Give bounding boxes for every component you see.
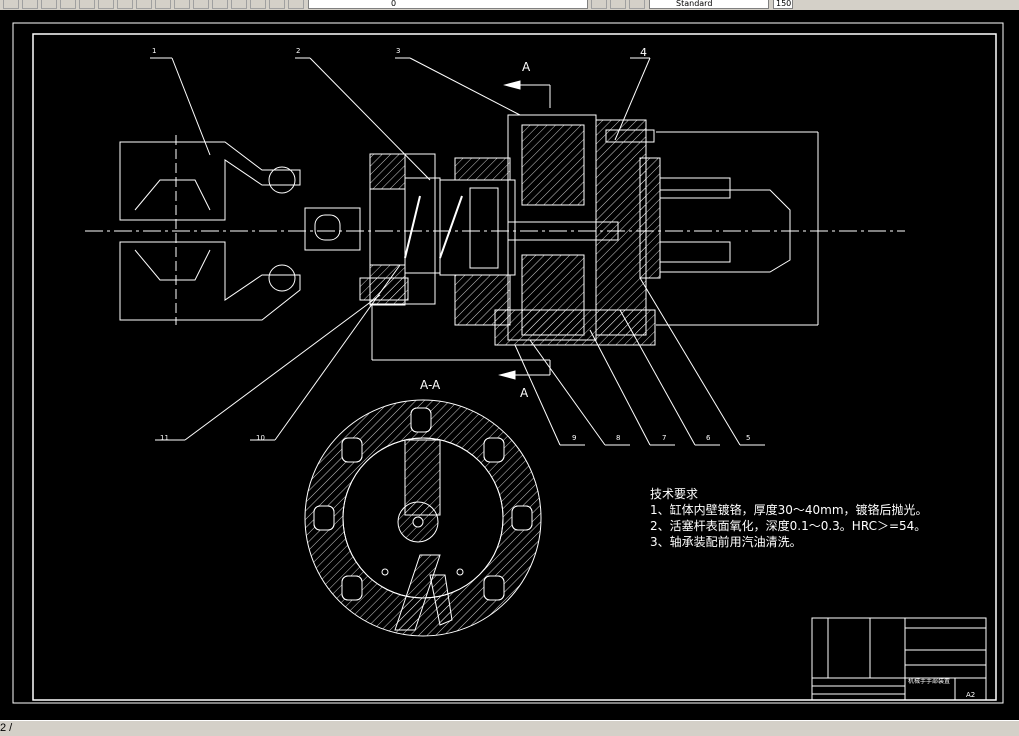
text-style-icon[interactable]	[629, 0, 645, 9]
cad-drawing	[12, 22, 1004, 704]
section-label: A-A	[420, 378, 441, 392]
tech-req-3: 3、轴承装配前用汽油清洗。	[650, 535, 802, 549]
command-line[interactable]: 2 /	[0, 720, 1019, 736]
table-icon[interactable]	[250, 0, 266, 9]
pan-icon[interactable]	[117, 0, 133, 9]
command-line-text: 2 /	[0, 722, 13, 734]
zoom-previous-icon[interactable]	[174, 0, 190, 9]
part-number-6: 6	[706, 434, 711, 442]
redo-icon[interactable]	[98, 0, 114, 9]
outer-border	[12, 22, 1004, 704]
right-dropdown[interactable]: 150	[773, 0, 793, 9]
title-block	[811, 617, 987, 701]
make-current-icon[interactable]	[591, 0, 607, 9]
leader-lines	[150, 57, 765, 446]
open-file-icon[interactable]	[22, 0, 38, 9]
tool-palette-icon[interactable]	[231, 0, 247, 9]
zoom-realtime-icon[interactable]	[136, 0, 152, 9]
layer-dropdown[interactable]: 0	[308, 0, 588, 9]
part-number-7: 7	[662, 434, 667, 442]
tech-req-title: 技术要求	[650, 487, 699, 501]
text-style-value: Standard	[676, 0, 713, 8]
save-icon[interactable]	[41, 0, 57, 9]
view-label-top: A	[522, 60, 531, 74]
tech-req-2: 2、活塞杆表面氧化，深度0.1～0.3。HRC＞=54。	[650, 519, 927, 533]
part-number-11: 11	[160, 434, 169, 442]
layer-previous-icon[interactable]	[610, 0, 626, 9]
layer-dropdown-value: 0	[391, 0, 397, 8]
part-number-3: 3	[396, 47, 401, 55]
part-number-10: 10	[256, 434, 265, 442]
part-number-5: 5	[746, 434, 751, 442]
inner-border	[32, 33, 997, 701]
layer-manager-icon[interactable]	[288, 0, 304, 9]
part-number-1: 1	[152, 47, 157, 55]
part-number-9: 9	[572, 434, 577, 442]
part-number-2: 2	[296, 47, 301, 55]
properties-icon[interactable]	[193, 0, 209, 9]
right-dropdown-value: 150	[776, 0, 792, 8]
tech-requirements: 技术要求 1、缸体内壁镀铬，厚度30～40mm，镀铬后抛光。 2、活塞杆表面氧化…	[650, 486, 928, 550]
view-arrows	[498, 80, 551, 380]
drawing-canvas[interactable]: 1 2 3 4 5 6 7 8 9 10 11 A A A-A 技术要求 1、缸…	[0, 10, 1019, 720]
view-label-bottom: A	[520, 386, 529, 400]
gripper-fingers	[119, 135, 361, 325]
text-style-dropdown[interactable]: Standard	[649, 0, 769, 9]
tech-req-1: 1、缸体内壁镀铬，厚度30～40mm，镀铬后抛光。	[650, 503, 928, 517]
undo-icon[interactable]	[79, 0, 95, 9]
sheet-size: A2	[966, 691, 976, 699]
zoom-window-icon[interactable]	[155, 0, 171, 9]
help-icon[interactable]	[269, 0, 285, 9]
design-center-icon[interactable]	[212, 0, 228, 9]
part-number-8: 8	[616, 434, 621, 442]
housing	[359, 114, 819, 361]
part-number-4: 4	[640, 46, 647, 59]
new-file-icon[interactable]	[3, 0, 19, 9]
title-block-name: 机械手手部装置	[908, 678, 951, 685]
print-icon[interactable]	[60, 0, 76, 9]
section-aa	[304, 399, 542, 637]
